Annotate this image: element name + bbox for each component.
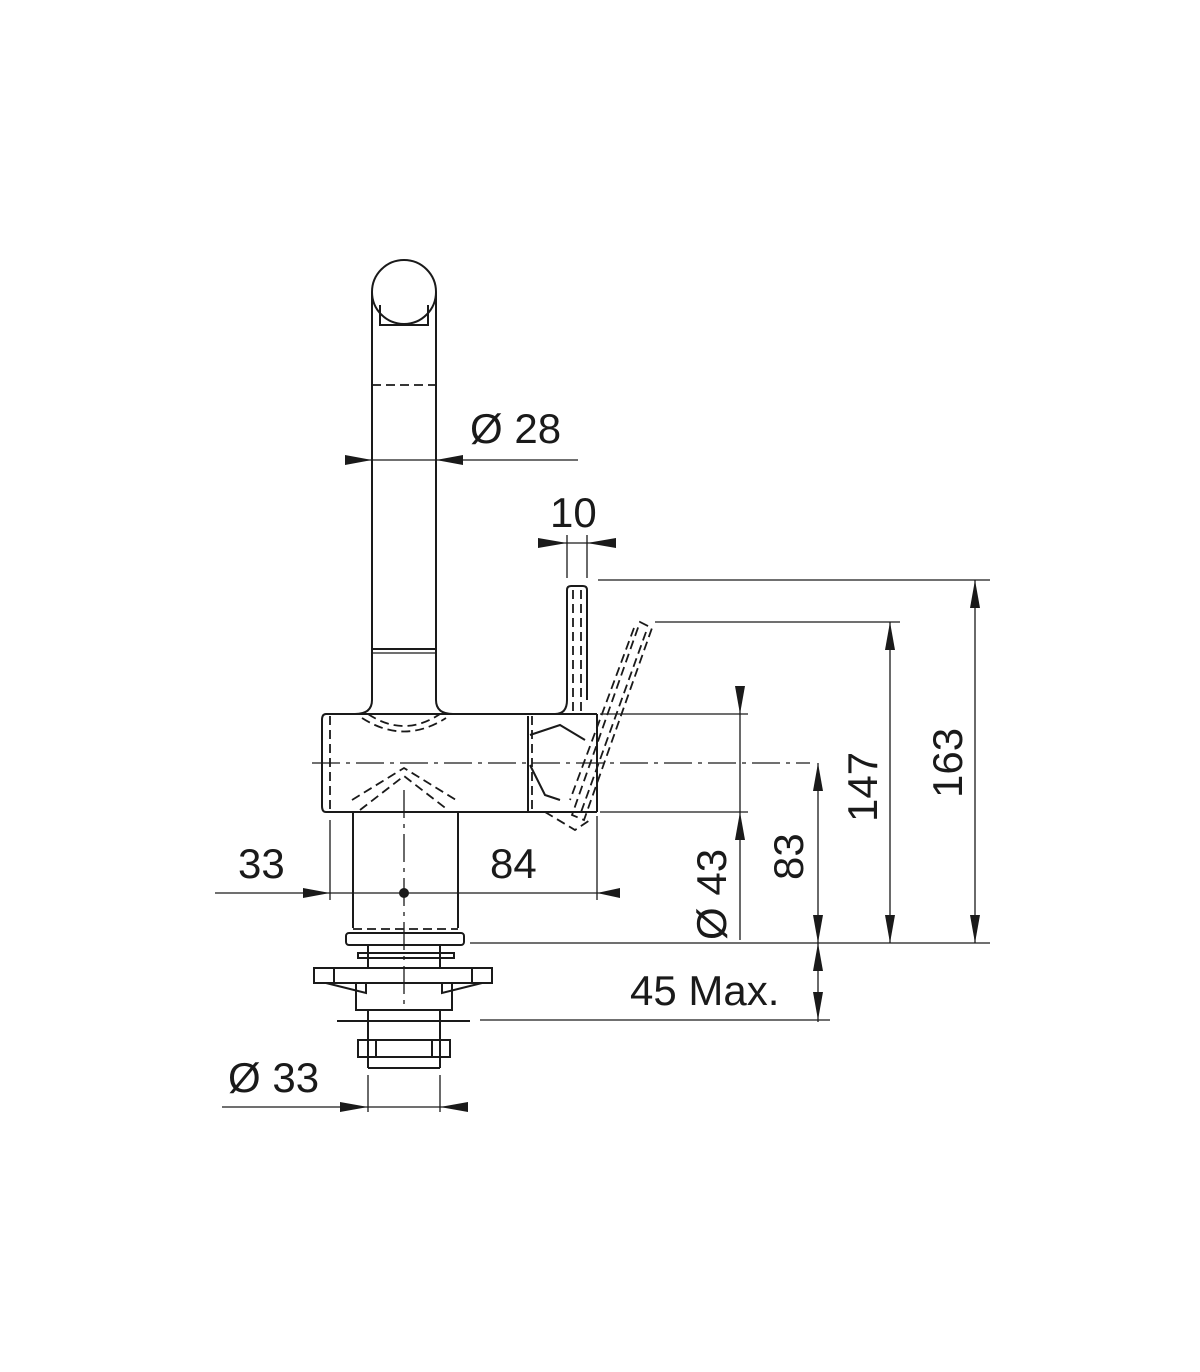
- dimension-lever-width: 10: [550, 489, 597, 536]
- dimension-shank-diameter: Ø 33: [228, 1054, 319, 1101]
- spout: [354, 259, 454, 733]
- mounting-assembly: [313, 790, 493, 1069]
- dimension-body-center-height: 83: [765, 833, 812, 880]
- lever: [527, 585, 654, 832]
- faucet-body: [312, 713, 810, 813]
- dimension-lever-tilt-height: 147: [839, 752, 886, 822]
- dimension-total-height: 163: [924, 728, 971, 798]
- dimension-deck-thickness: 45 Max.: [630, 967, 779, 1014]
- dimension-spout-diameter: Ø 28: [470, 405, 561, 452]
- dimension-left-offset: 33: [238, 840, 285, 887]
- dimension-reach: 84: [490, 840, 537, 887]
- dimension-body-diameter: Ø 43: [688, 849, 735, 940]
- dimension-lines: [215, 455, 990, 1112]
